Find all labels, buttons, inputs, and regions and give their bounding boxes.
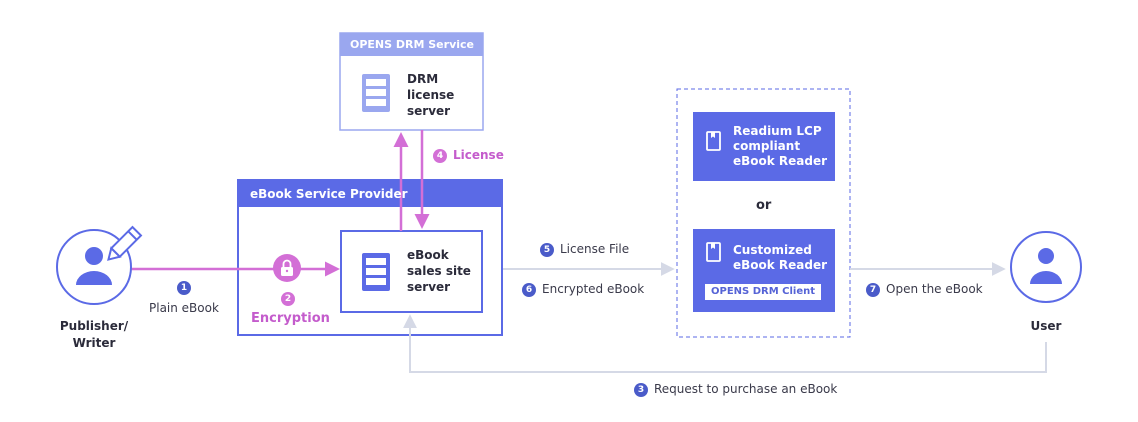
user-pen-icon — [56, 225, 143, 305]
drm-server-label: DRM license server — [407, 71, 454, 119]
publisher-label-line2: Writer — [72, 336, 116, 350]
step-5-label-wrap: 5 License File — [540, 242, 629, 257]
step-5-badge: 5 — [540, 243, 554, 257]
reader1-line2: compliant — [733, 139, 801, 153]
arrow-request-path — [403, 314, 1047, 373]
drm-server-label-line2: license — [407, 88, 455, 102]
step-4-label: License — [453, 148, 504, 162]
step-3-label: Request to purchase an eBook — [654, 382, 838, 396]
book-icon — [706, 131, 721, 151]
drm-service-header-bar — [340, 33, 483, 56]
step-7-badge: 7 — [866, 283, 880, 297]
reader2-line1: Customized — [733, 243, 812, 257]
step-6-badge: 6 — [522, 283, 536, 297]
step-5-label: License File — [560, 242, 630, 256]
step-7-label: Open the eBook — [886, 282, 983, 296]
step-3-badge: 3 — [634, 383, 648, 397]
step-3-label-wrap: 3 Request to purchase an eBook — [634, 382, 837, 397]
step-1-badge: 1 — [177, 281, 191, 295]
opens-drm-client-tag: OPENS DRM Client — [705, 284, 821, 300]
reader1-line1: Readium LCP — [733, 124, 822, 138]
step-2-label: Encryption — [251, 311, 330, 326]
lock-icon — [273, 254, 301, 282]
step-6-label-wrap: 6 Encrypted eBook — [522, 282, 644, 297]
drm-server-label-line3: server — [407, 104, 451, 118]
book-icon — [706, 242, 721, 262]
server-icon — [362, 74, 390, 112]
step-4-badge: 4 — [433, 149, 447, 163]
step-1-number: 1 — [177, 280, 197, 295]
provider-header-bar — [238, 180, 502, 207]
readers-area — [676, 88, 851, 338]
step-2-number: 2 — [281, 291, 301, 306]
reader1-label: Readium LCP compliant eBook Reader — [733, 124, 827, 169]
sales-server-label-line3: server — [407, 280, 451, 294]
user-label: User — [1030, 319, 1062, 333]
sales-server-label-line1: eBook — [407, 248, 449, 262]
step-4-label-wrap: 4 License — [433, 148, 504, 163]
reader2-line2: eBook Reader — [733, 258, 828, 272]
drm-service-header: OPENS DRM Service — [350, 38, 474, 51]
sales-server-label-line2: sales site — [407, 264, 471, 278]
step-1-label: Plain eBook — [149, 301, 219, 315]
reader-box-1 — [693, 112, 835, 181]
publisher-label-line1: Publisher/ — [59, 319, 129, 333]
sales-server-label: eBook sales site server — [407, 247, 471, 295]
reader2-label: Customized eBook Reader — [733, 243, 827, 273]
or-label: or — [756, 198, 772, 213]
reader1-line3: eBook Reader — [733, 154, 828, 168]
step-7-label-wrap: 7 Open the eBook — [866, 282, 983, 297]
server-icon — [362, 253, 390, 291]
drm-server-label-line1: DRM — [407, 72, 439, 86]
step-2-badge: 2 — [281, 292, 295, 306]
provider-header: eBook Service Provider — [250, 187, 408, 201]
user-icon — [1010, 231, 1082, 303]
step-6-label: Encrypted eBook — [542, 282, 645, 296]
publisher-label: Publisher/ Writer — [44, 318, 144, 352]
